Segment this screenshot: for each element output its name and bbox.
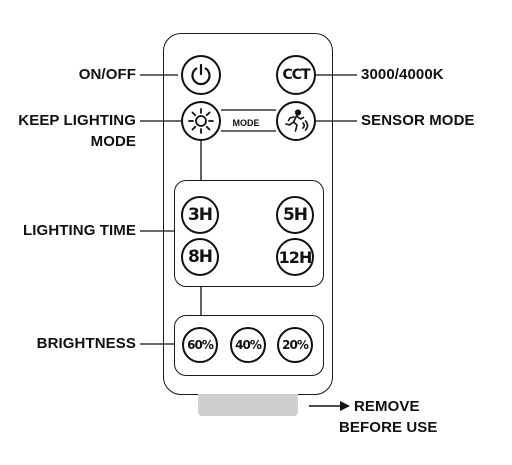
lighting-time-5h-button[interactable]: 5H	[276, 196, 314, 234]
remove-callout-line2: BEFORE USE	[339, 419, 438, 436]
lighting-time-panel	[174, 180, 324, 287]
remove-callout-line1: REMOVE	[354, 398, 420, 415]
brightness-20-label: 20%	[282, 338, 309, 352]
mode-label: MODE	[214, 116, 278, 130]
brightness-60-button[interactable]: 60%	[182, 327, 218, 363]
brightness-60-label: 60%	[187, 338, 214, 352]
power-icon	[191, 63, 211, 86]
running-person-icon	[285, 109, 309, 132]
lighting-time-callout: LIGHTING TIME	[23, 222, 136, 239]
brightness-panel	[174, 315, 324, 376]
brightness-20-button[interactable]: 20%	[277, 327, 313, 363]
keep-lighting-callout-line1: KEEP LIGHTING	[18, 112, 136, 129]
on-off-callout: ON/OFF	[78, 66, 136, 83]
lighting-time-8h-label: 8H	[187, 247, 213, 267]
battery-pull-tab[interactable]	[198, 394, 298, 416]
lighting-time-12h-label: 12H	[278, 247, 313, 267]
lighting-time-5h-label: 5H	[282, 205, 308, 225]
lighting-time-3h-label: 3H	[187, 205, 213, 225]
lighting-time-8h-button[interactable]: 8H	[181, 238, 219, 276]
power-button[interactable]	[181, 55, 221, 95]
keep-lighting-button[interactable]	[181, 101, 221, 141]
keep-lighting-callout-line2: MODE	[90, 133, 136, 150]
lighting-time-3h-button[interactable]: 3H	[181, 196, 219, 234]
sensor-mode-button[interactable]	[276, 101, 316, 141]
brightness-40-label: 40%	[235, 338, 262, 352]
brightness-callout: BRIGHTNESS	[36, 335, 136, 352]
brightness-40-button[interactable]: 40%	[230, 327, 266, 363]
cct-button-label: CCT	[282, 67, 310, 83]
cct-button[interactable]: CCT	[276, 55, 316, 95]
sensor-mode-callout: SENSOR MODE	[361, 112, 475, 129]
lighting-time-12h-button[interactable]: 12H	[276, 238, 314, 276]
sun-icon	[188, 108, 214, 134]
cct-callout: 3000/4000K	[361, 66, 444, 83]
